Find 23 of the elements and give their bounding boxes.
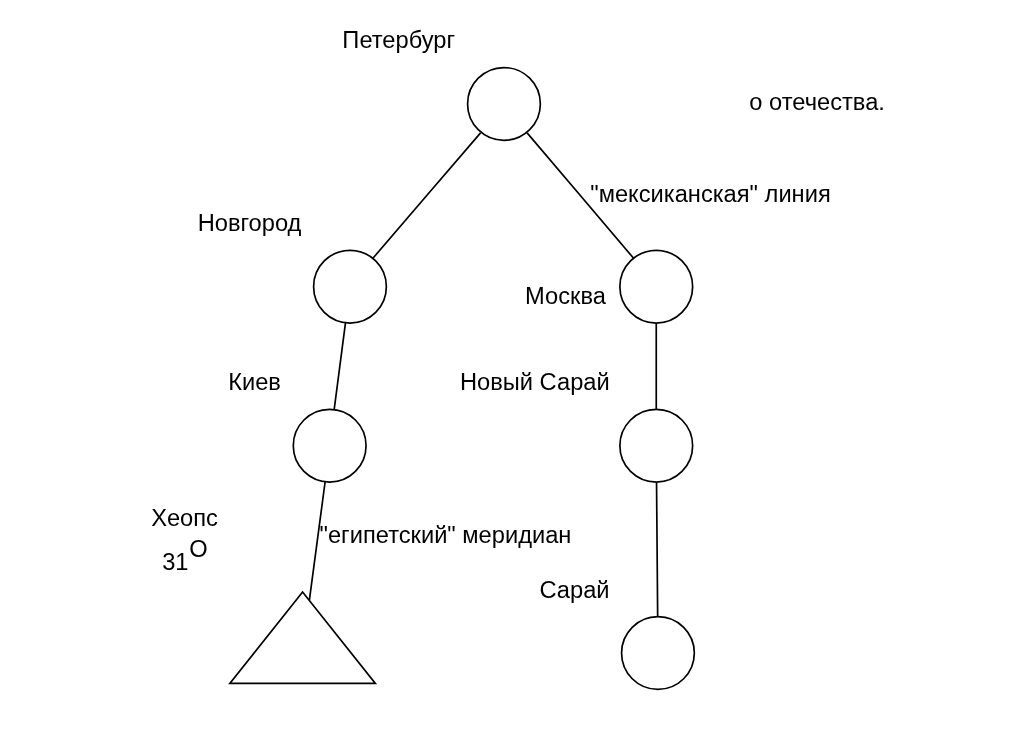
label: о отечества. <box>749 89 885 116</box>
node-label: Москва <box>525 282 606 309</box>
node-circle <box>312 249 388 324</box>
connector <box>655 481 659 617</box>
node-circle <box>620 615 696 691</box>
node-circle <box>619 249 694 324</box>
connector <box>526 132 635 259</box>
node-circle <box>466 66 542 142</box>
node-triangle <box>228 590 378 685</box>
node-label: Петербург <box>342 27 456 54</box>
node-label: Новгород <box>197 210 302 237</box>
node-label: Киев <box>228 369 281 396</box>
connector <box>655 322 658 410</box>
edge-label: "египетский" меридиан <box>319 522 572 549</box>
edge-label: "мексиканская" линия <box>590 180 831 207</box>
node-label: Сарай <box>539 576 610 603</box>
connector <box>333 322 347 411</box>
connector <box>308 481 326 602</box>
node-circle <box>619 408 694 483</box>
node-label: Новый Сарай <box>459 369 610 396</box>
node-circle <box>292 408 367 483</box>
connector <box>372 132 482 259</box>
node-label: Хеопс <box>151 505 218 532</box>
